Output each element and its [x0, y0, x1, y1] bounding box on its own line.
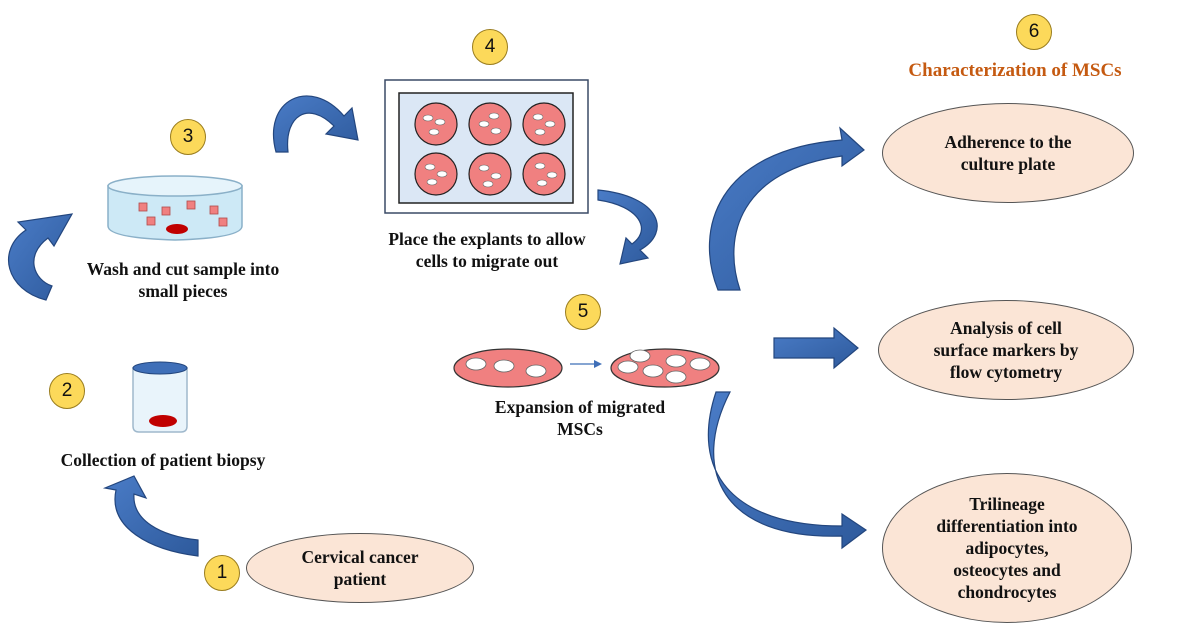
flow-line-2: surface markers by [933, 340, 1079, 360]
step-1-badge: 1 [204, 555, 240, 591]
step-5-badge: 5 [565, 294, 601, 330]
step-4-badge: 4 [472, 29, 508, 65]
step-3-label-line-2: small pieces [138, 281, 228, 301]
patient-label-line-2: patient [333, 569, 387, 589]
trilineage-line-5: chondrocytes [957, 582, 1057, 602]
step-2-badge: 2 [49, 373, 85, 409]
patient-oval: Cervical cancer patient [246, 533, 474, 603]
characterization-title: Characterization of MSCs [908, 60, 1122, 81]
flow-cytometry-oval: Analysis of cell surface markers by flow… [878, 300, 1134, 400]
biopsy-tube-icon [132, 361, 188, 433]
adherence-line-2: culture plate [960, 154, 1056, 174]
curved-arrow-icon [8, 213, 74, 301]
adherence-line-1: Adherence to the [944, 132, 1072, 152]
trilineage-line-3: adipocytes, [965, 538, 1049, 558]
curved-arrow-icon [102, 475, 199, 557]
step-5-label-line-2: MSCs [557, 419, 603, 439]
trilineage-line-2: differentiation into [936, 516, 1078, 536]
flow-line-1: Analysis of cell [950, 318, 1062, 338]
step-4-label-line-2: cells to migrate out [415, 251, 559, 271]
step-2-label: Collection of patient biopsy [60, 450, 266, 470]
step-3-label: Wash and cut sample into small pieces [52, 258, 314, 302]
curved-arrow-icon [707, 391, 868, 550]
step-4-label-line-1: Place the explants to allow [388, 229, 586, 249]
step-3-badge: 3 [170, 119, 206, 155]
six-well-plate-icon [384, 79, 589, 214]
step-4-label: Place the explants to allow cells to mig… [352, 228, 622, 272]
trilineage-oval: Trilineage differentiation into adipocyt… [882, 473, 1132, 623]
curved-arrow-icon [597, 189, 658, 265]
straight-arrow-icon [773, 326, 859, 370]
step-5-label-line-1: Expansion of migrated [494, 397, 666, 417]
expansion-dish-icon [453, 348, 720, 388]
step-3-label-line-1: Wash and cut sample into [86, 259, 280, 279]
curved-arrow-icon [708, 126, 865, 291]
petri-dish-icon [107, 175, 243, 241]
step-5-label: Expansion of migrated MSCs [458, 396, 702, 440]
adherence-oval: Adherence to the culture plate [882, 103, 1134, 203]
trilineage-line-4: osteocytes and [953, 560, 1061, 580]
trilineage-line-1: Trilineage [969, 494, 1045, 514]
patient-label-line-1: Cervical cancer [301, 547, 419, 567]
curved-arrow-icon [273, 95, 359, 153]
flow-line-3: flow cytometry [949, 362, 1063, 382]
step-6-badge: 6 [1016, 14, 1052, 50]
